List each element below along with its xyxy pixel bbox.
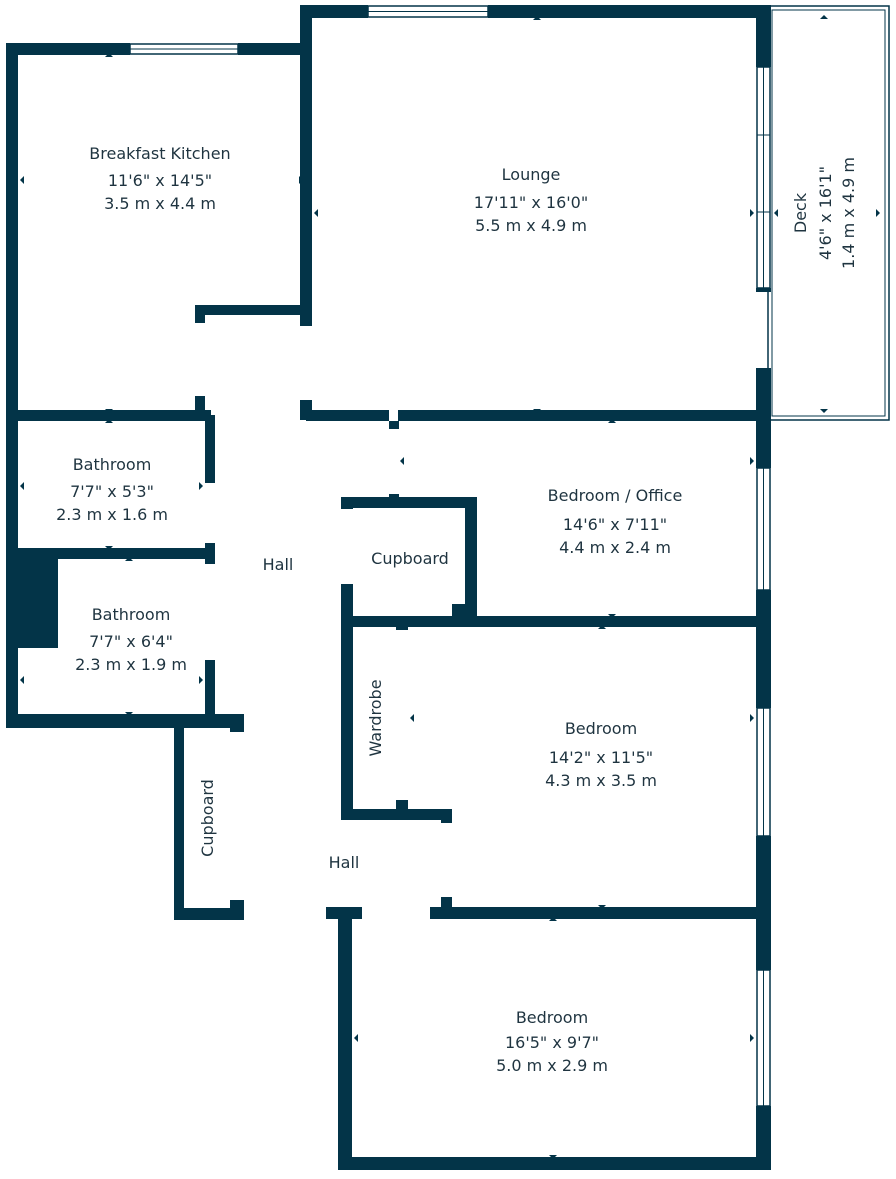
room-dimensions-metric: 4.4 m x 2.4 m bbox=[559, 538, 671, 557]
room-label-lounge: Lounge 17'11" x 16'0" 5.5 m x 4.9 m bbox=[474, 165, 588, 235]
cupboard-lower-label: Cupboard bbox=[198, 779, 217, 857]
room-label-bathroom-1: Bathroom 7'7" x 5'3" 2.3 m x 1.6 m bbox=[56, 455, 168, 524]
windows bbox=[129, 5, 771, 1107]
room-dimensions-imperial: 7'7" x 6'4" bbox=[89, 632, 173, 651]
room-dimensions-imperial: 17'11" x 16'0" bbox=[474, 193, 588, 212]
dimension-ticks bbox=[20, 15, 880, 1159]
room-dimensions-imperial: 16'5" x 9'7" bbox=[505, 1033, 599, 1052]
room-dimensions-metric: 5.0 m x 2.9 m bbox=[496, 1056, 608, 1075]
room-dimensions-metric: 5.5 m x 4.9 m bbox=[475, 216, 587, 235]
room-label-bedroom-2: Bedroom 16'5" x 9'7" 5.0 m x 2.9 m bbox=[496, 1008, 608, 1075]
hall-lower-label: Hall bbox=[329, 853, 360, 872]
room-dimensions-metric: 2.3 m x 1.9 m bbox=[75, 655, 187, 674]
room-label-bedroom-office: Bedroom / Office 14'6" x 7'11" 4.4 m x 2… bbox=[548, 486, 683, 557]
wardrobe-label: Wardrobe bbox=[366, 679, 385, 756]
room-label-deck: Deck 4'6" x 16'1" 1.4 m x 4.9 m bbox=[791, 157, 858, 269]
room-name: Breakfast Kitchen bbox=[89, 144, 230, 163]
room-dimensions-imperial: 4'6" x 16'1" bbox=[816, 166, 835, 260]
walls bbox=[6, 5, 771, 1170]
room-name: Bathroom bbox=[73, 455, 152, 474]
hall-upper-label: Hall bbox=[263, 555, 294, 574]
room-dimensions-metric: 2.3 m x 1.6 m bbox=[56, 505, 168, 524]
room-name: Lounge bbox=[502, 165, 561, 184]
room-name: Bedroom bbox=[565, 719, 637, 738]
room-label-breakfast-kitchen: Breakfast Kitchen 11'6" x 14'5" 3.5 m x … bbox=[89, 144, 230, 213]
room-name: Bathroom bbox=[92, 605, 171, 624]
room-dimensions-metric: 1.4 m x 4.9 m bbox=[839, 157, 858, 269]
room-dimensions-imperial: 11'6" x 14'5" bbox=[108, 171, 212, 190]
room-name: Deck bbox=[791, 192, 810, 233]
room-dimensions-metric: 4.3 m x 3.5 m bbox=[545, 771, 657, 790]
room-label-bedroom-1: Bedroom 14'2" x 11'5" 4.3 m x 3.5 m bbox=[545, 719, 657, 790]
room-name: Bedroom bbox=[516, 1008, 588, 1027]
room-dimensions-imperial: 14'2" x 11'5" bbox=[549, 748, 653, 767]
room-label-bathroom-2: Bathroom 7'7" x 6'4" 2.3 m x 1.9 m bbox=[75, 605, 187, 674]
room-dimensions-imperial: 7'7" x 5'3" bbox=[70, 482, 154, 501]
room-dimensions-metric: 3.5 m x 4.4 m bbox=[104, 194, 216, 213]
cupboard-upper-label: Cupboard bbox=[371, 549, 449, 568]
room-dimensions-imperial: 14'6" x 7'11" bbox=[563, 515, 667, 534]
room-name: Bedroom / Office bbox=[548, 486, 683, 505]
